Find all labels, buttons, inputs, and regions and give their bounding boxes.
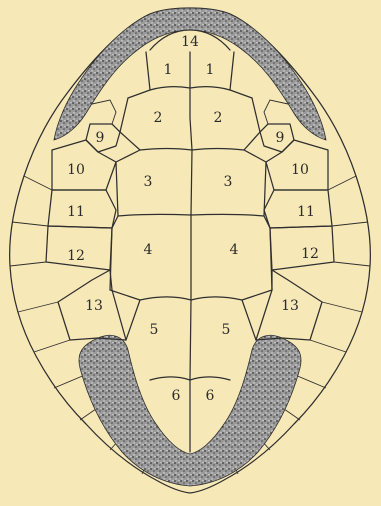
label-1-left: 1 — [164, 62, 173, 78]
label-13-right: 13 — [281, 298, 299, 314]
label-14: 14 — [181, 34, 199, 50]
label-10-left: 10 — [67, 162, 85, 178]
label-13-left: 13 — [85, 298, 103, 314]
label-2-left: 2 — [154, 110, 163, 126]
label-2-right: 2 — [214, 110, 223, 126]
label-3-right: 3 — [224, 174, 233, 190]
label-12-right: 12 — [301, 246, 319, 262]
label-5-left: 5 — [150, 322, 159, 338]
label-6-right: 6 — [206, 388, 215, 404]
label-5-right: 5 — [222, 322, 231, 338]
label-10-right: 10 — [291, 162, 309, 178]
label-3-left: 3 — [144, 174, 153, 190]
label-1-right: 1 — [206, 62, 215, 78]
label-11-right: 11 — [297, 204, 315, 220]
label-12-left: 12 — [67, 248, 85, 264]
label-9-right: 9 — [276, 130, 285, 146]
label-4-right: 4 — [230, 242, 239, 258]
label-11-left: 11 — [67, 204, 85, 220]
label-4-left: 4 — [144, 242, 153, 258]
label-9-left: 9 — [96, 130, 105, 146]
label-6-left: 6 — [172, 388, 181, 404]
